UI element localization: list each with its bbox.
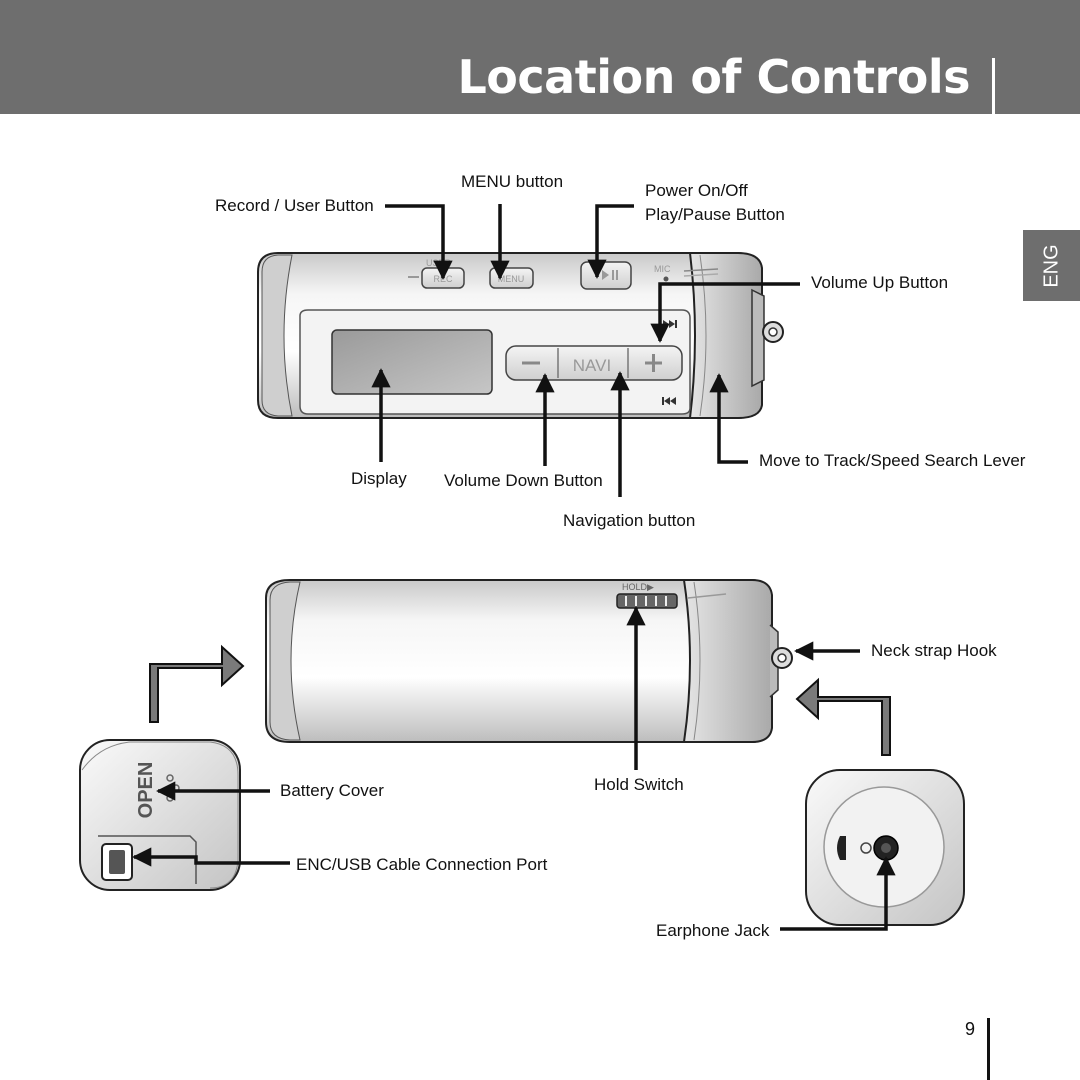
view-arrow-right [795,677,891,756]
mic-hole [663,276,669,282]
label-volume-up: Volume Up Button [811,273,949,292]
mic-mark: MIC [654,264,671,274]
view-arrow-left [149,644,245,723]
leader-power [587,204,634,279]
page-number: 9 [965,1019,976,1039]
menu-mark: MENU [498,274,525,284]
page-number-rule [987,1018,990,1080]
label-display: Display [351,469,407,488]
user-mark: USER [426,258,452,268]
end-cap-usb-view: OPEN [79,739,241,891]
headphone-icon [860,842,872,854]
prev-track-icon [664,397,676,405]
navi-label: NAVI [573,356,611,375]
label-neck-strap: Neck strap Hook [871,641,997,660]
label-play-pause: Play/Pause Button [645,205,785,224]
label-record-user: Record / User Button [215,196,374,215]
label-battery-cover: Battery Cover [280,781,384,800]
language-tab: ENG [1023,230,1080,301]
label-menu: MENU button [461,172,564,191]
leader-usb [132,847,290,867]
end-cap-earphone-view [805,769,965,926]
label-earphone: Earphone Jack [656,921,770,940]
label-move-track: Move to Track/Speed Search Lever [759,451,1026,470]
leader-earphone [780,856,896,931]
display-screen [331,329,493,395]
hold-indicator [837,836,846,860]
header-bar [0,0,1080,114]
leader-volume-up [650,282,800,343]
open-mark: OPEN [135,762,157,819]
navi-rocker[interactable] [505,345,683,381]
device-front-view: NAVI USER REC MENU MIC [257,252,784,419]
hold-mark: HOLD▶ [622,582,654,592]
leader-record-user [385,204,453,280]
label-volume-down: Volume Down Button [444,471,603,490]
leader-track-lever [709,373,748,464]
device-back-view: HOLD▶ [265,579,793,743]
callout-leaders [132,204,896,931]
label-navigation: Navigation button [563,511,696,530]
page-title: Location of Controls [457,50,970,104]
label-enc-usb: ENC/USB Cable Connection Port [296,855,548,874]
title-divider [992,58,995,114]
label-power: Power On/Off [645,181,748,200]
label-hold-switch: Hold Switch [594,775,684,794]
